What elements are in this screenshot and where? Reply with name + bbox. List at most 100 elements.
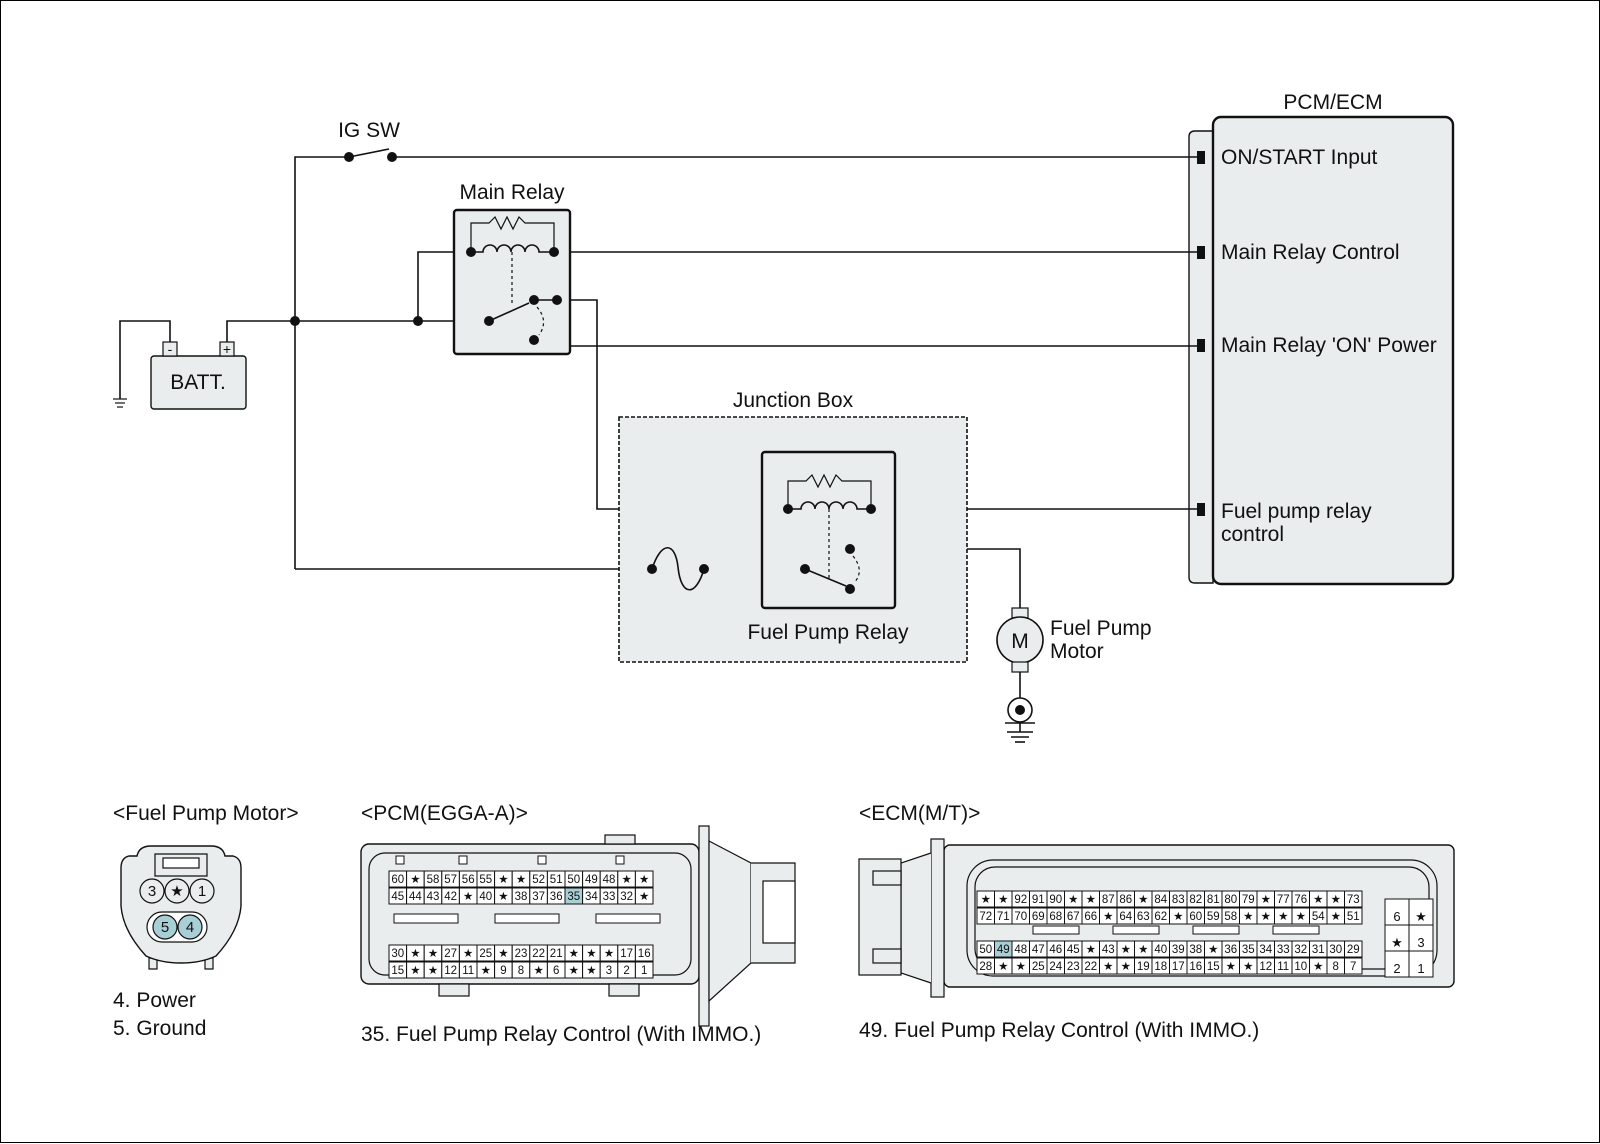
ecm-pin-label: 32 <box>1294 944 1307 956</box>
pcm-pin-label: 44 <box>409 891 422 903</box>
ecm-pin-label: ★ <box>1086 894 1096 906</box>
fuel-pump-relay-control-label-2: control <box>1221 523 1284 546</box>
ecm-pin-label: 87 <box>1102 894 1115 906</box>
pcm-pin-label: 25 <box>479 948 492 960</box>
pcm-pin-label: ★ <box>639 874 649 886</box>
pcm-pin-label: 27 <box>444 948 457 960</box>
ecm-pin-label: 90 <box>1049 894 1062 906</box>
ecm-pin-label: 19 <box>1137 961 1150 973</box>
ecm-pin-label: 69 <box>1032 911 1045 923</box>
ecm-pin-label: 68 <box>1049 911 1062 923</box>
ecm-pin-label: 23 <box>1067 961 1080 973</box>
pcm-pin-label: 2 <box>623 965 629 977</box>
pcm-pin-label: 32 <box>620 891 633 903</box>
ecm-pin-label: 43 <box>1102 944 1115 956</box>
pcm-key-slot <box>495 914 559 923</box>
pcm-pin-label: 30 <box>391 948 404 960</box>
pcm-pin-label: 37 <box>532 891 545 903</box>
pcm-pin-label: 36 <box>550 891 563 903</box>
ecm-pin-label: ★ <box>1138 944 1148 956</box>
fuel-pump-motor-connector-title: <Fuel Pump Motor> <box>113 802 299 825</box>
pcm-pin-label: ★ <box>410 948 420 960</box>
ecm-pin-label: ★ <box>1226 961 1236 973</box>
ecm-pin-label: ★ <box>1121 961 1131 973</box>
pcm-pin-label: 60 <box>391 874 404 886</box>
ecm-pin-label: 8 <box>1333 961 1339 973</box>
ecm-pin-label: ★ <box>1331 894 1341 906</box>
ecm-pin-label: 22 <box>1084 961 1097 973</box>
ecm-pin-label: 59 <box>1207 911 1220 923</box>
battery: - + BATT. <box>113 321 246 409</box>
ecm-pin-label: 45 <box>1067 944 1080 956</box>
ecm-pin-label: 66 <box>1084 911 1097 923</box>
pcm-latch <box>538 856 546 864</box>
ecm-pin-label: ★ <box>1173 911 1183 923</box>
battery-positive: + <box>223 341 231 357</box>
ecm-pin-label: ★ <box>1331 911 1341 923</box>
pcm-pin-label: 56 <box>462 874 475 886</box>
ecm-pin-label: ★ <box>1296 911 1306 923</box>
ecm-pin-label: 67 <box>1067 911 1080 923</box>
pcm-pin-label: ★ <box>463 948 473 960</box>
pcm-key-slot <box>394 914 458 923</box>
pcm-pin-label: 22 <box>532 948 545 960</box>
fuel-pump-motor-connector: <Fuel Pump Motor> 3 ★ 1 5 4 4. Power 5. … <box>113 802 299 1040</box>
ecm-pin-label: 18 <box>1154 961 1167 973</box>
pcm-pin-label: ★ <box>639 891 649 903</box>
ecm-pin-label: 33 <box>1277 944 1290 956</box>
fuel-pump-motor-label-1: Fuel Pump <box>1050 617 1152 640</box>
ecm-pin-label: 77 <box>1277 894 1290 906</box>
junction-box: Junction Box Fuel Pump Relay <box>619 389 967 662</box>
ecm-pin-label: 54 <box>1312 911 1325 923</box>
ecm-pin-label: 11 <box>1277 961 1289 973</box>
pcm-pin-label: 34 <box>585 891 598 903</box>
pcm-pin-label: 35 <box>567 891 580 903</box>
pcm-pin-label: ★ <box>516 874 526 886</box>
pcm-latch <box>459 856 467 864</box>
ecm-pin-label: 39 <box>1172 944 1185 956</box>
junction-box-label: Junction Box <box>733 389 854 412</box>
pcm-ecm-module: PCM/ECM ON/START Input Main Relay Contro… <box>1189 91 1453 584</box>
pcm-pin-label: ★ <box>569 965 579 977</box>
pcm-pin-label: 12 <box>444 965 457 977</box>
pcm-pin-label: 11 <box>462 965 474 977</box>
ecm-pin-label: ★ <box>1138 894 1148 906</box>
fuel-pump-relay-control-label-1: Fuel pump relay <box>1221 500 1372 523</box>
ecm-pin-label: 79 <box>1242 894 1255 906</box>
pcm-pin-label: 15 <box>391 965 404 977</box>
ecm-pin-label: 28 <box>979 961 992 973</box>
pcm-pin-label: 23 <box>515 948 528 960</box>
pcm-key-slot <box>596 914 660 923</box>
ecm-pin-label: 72 <box>979 911 992 923</box>
pcm-pin-label: ★ <box>481 965 491 977</box>
pcm-pin-label: 42 <box>444 891 457 903</box>
pcm-pin-label: 51 <box>550 874 563 886</box>
motor-symbol: M <box>1011 630 1029 653</box>
ecm-pin-label: 31 <box>1312 944 1325 956</box>
ecm-side-pin-label: 3 <box>1417 935 1424 950</box>
fuel-pump-motor: M Fuel Pump Motor <box>997 608 1152 742</box>
ecm-pin-label: 62 <box>1154 911 1167 923</box>
ecm-pin-label: 63 <box>1137 911 1150 923</box>
fuel-pump-motor-label-2: Motor <box>1050 640 1104 663</box>
pcm-pin-label: ★ <box>569 948 579 960</box>
ecm-pin-label: 60 <box>1189 911 1202 923</box>
ecm-pin-label: ★ <box>1313 961 1323 973</box>
ecm-pin-label: ★ <box>1016 961 1026 973</box>
ecm-pin-label: ★ <box>1278 911 1288 923</box>
fuel-pump-relay-label: Fuel Pump Relay <box>747 621 909 644</box>
ecm-pin-label: 80 <box>1224 894 1237 906</box>
ecm-pin-label: ★ <box>1313 894 1323 906</box>
ecm-pin-label: 76 <box>1294 894 1307 906</box>
ecm-pin-label: 83 <box>1172 894 1185 906</box>
pcm-latch <box>616 856 624 864</box>
fpm-note-ground: 5. Ground <box>113 1017 206 1040</box>
ecm-note: 49. Fuel Pump Relay Control (With IMMO.) <box>859 1019 1259 1042</box>
pcm-pin-label: 21 <box>550 948 563 960</box>
pcm-pin-label: 48 <box>603 874 616 886</box>
ecm-pin-label: 17 <box>1172 961 1185 973</box>
ig-switch: IG SW <box>338 119 400 162</box>
ecm-pin-label: ★ <box>998 894 1008 906</box>
